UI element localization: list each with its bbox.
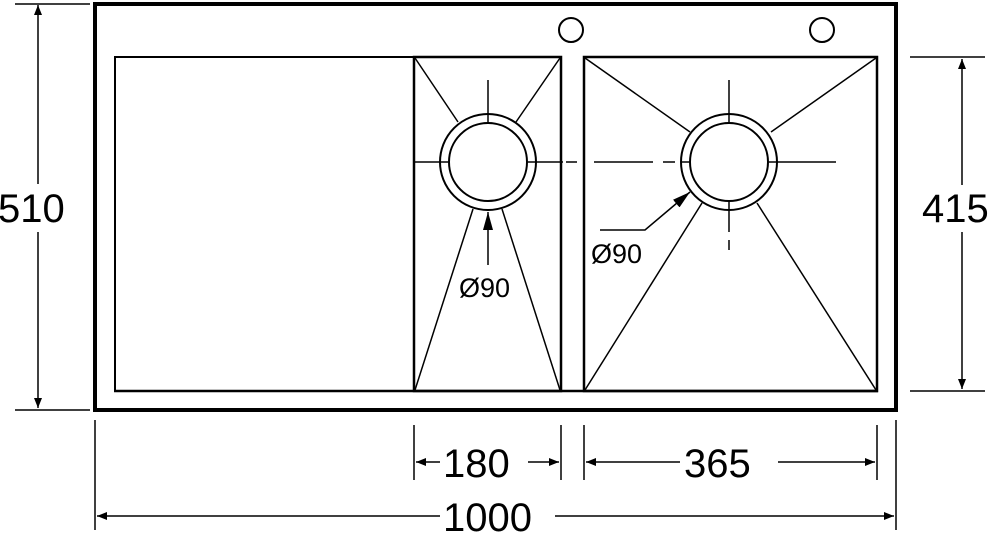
tap-hole-right (809, 17, 835, 43)
small-drain-outer (439, 113, 537, 211)
small-drain-diameter-label: Ø90 (459, 273, 510, 303)
dim-bowl-depth: 415 (922, 187, 989, 231)
dim-overall-width: 1000 (443, 496, 532, 540)
large-bowl (566, 55, 879, 393)
small-bowl (412, 55, 563, 393)
dim-overall-depth: 510 (0, 187, 65, 231)
dim-small-bowl-width: 180 (443, 442, 510, 486)
large-drain-leader (600, 191, 691, 231)
large-drain-diameter-label: Ø90 (591, 239, 642, 269)
dim-large-bowl-width: 365 (684, 442, 751, 486)
sink-outline (93, 2, 898, 412)
drainboard (114, 56, 415, 392)
tap-hole-left (558, 17, 584, 43)
large-drain-outer (680, 113, 778, 211)
